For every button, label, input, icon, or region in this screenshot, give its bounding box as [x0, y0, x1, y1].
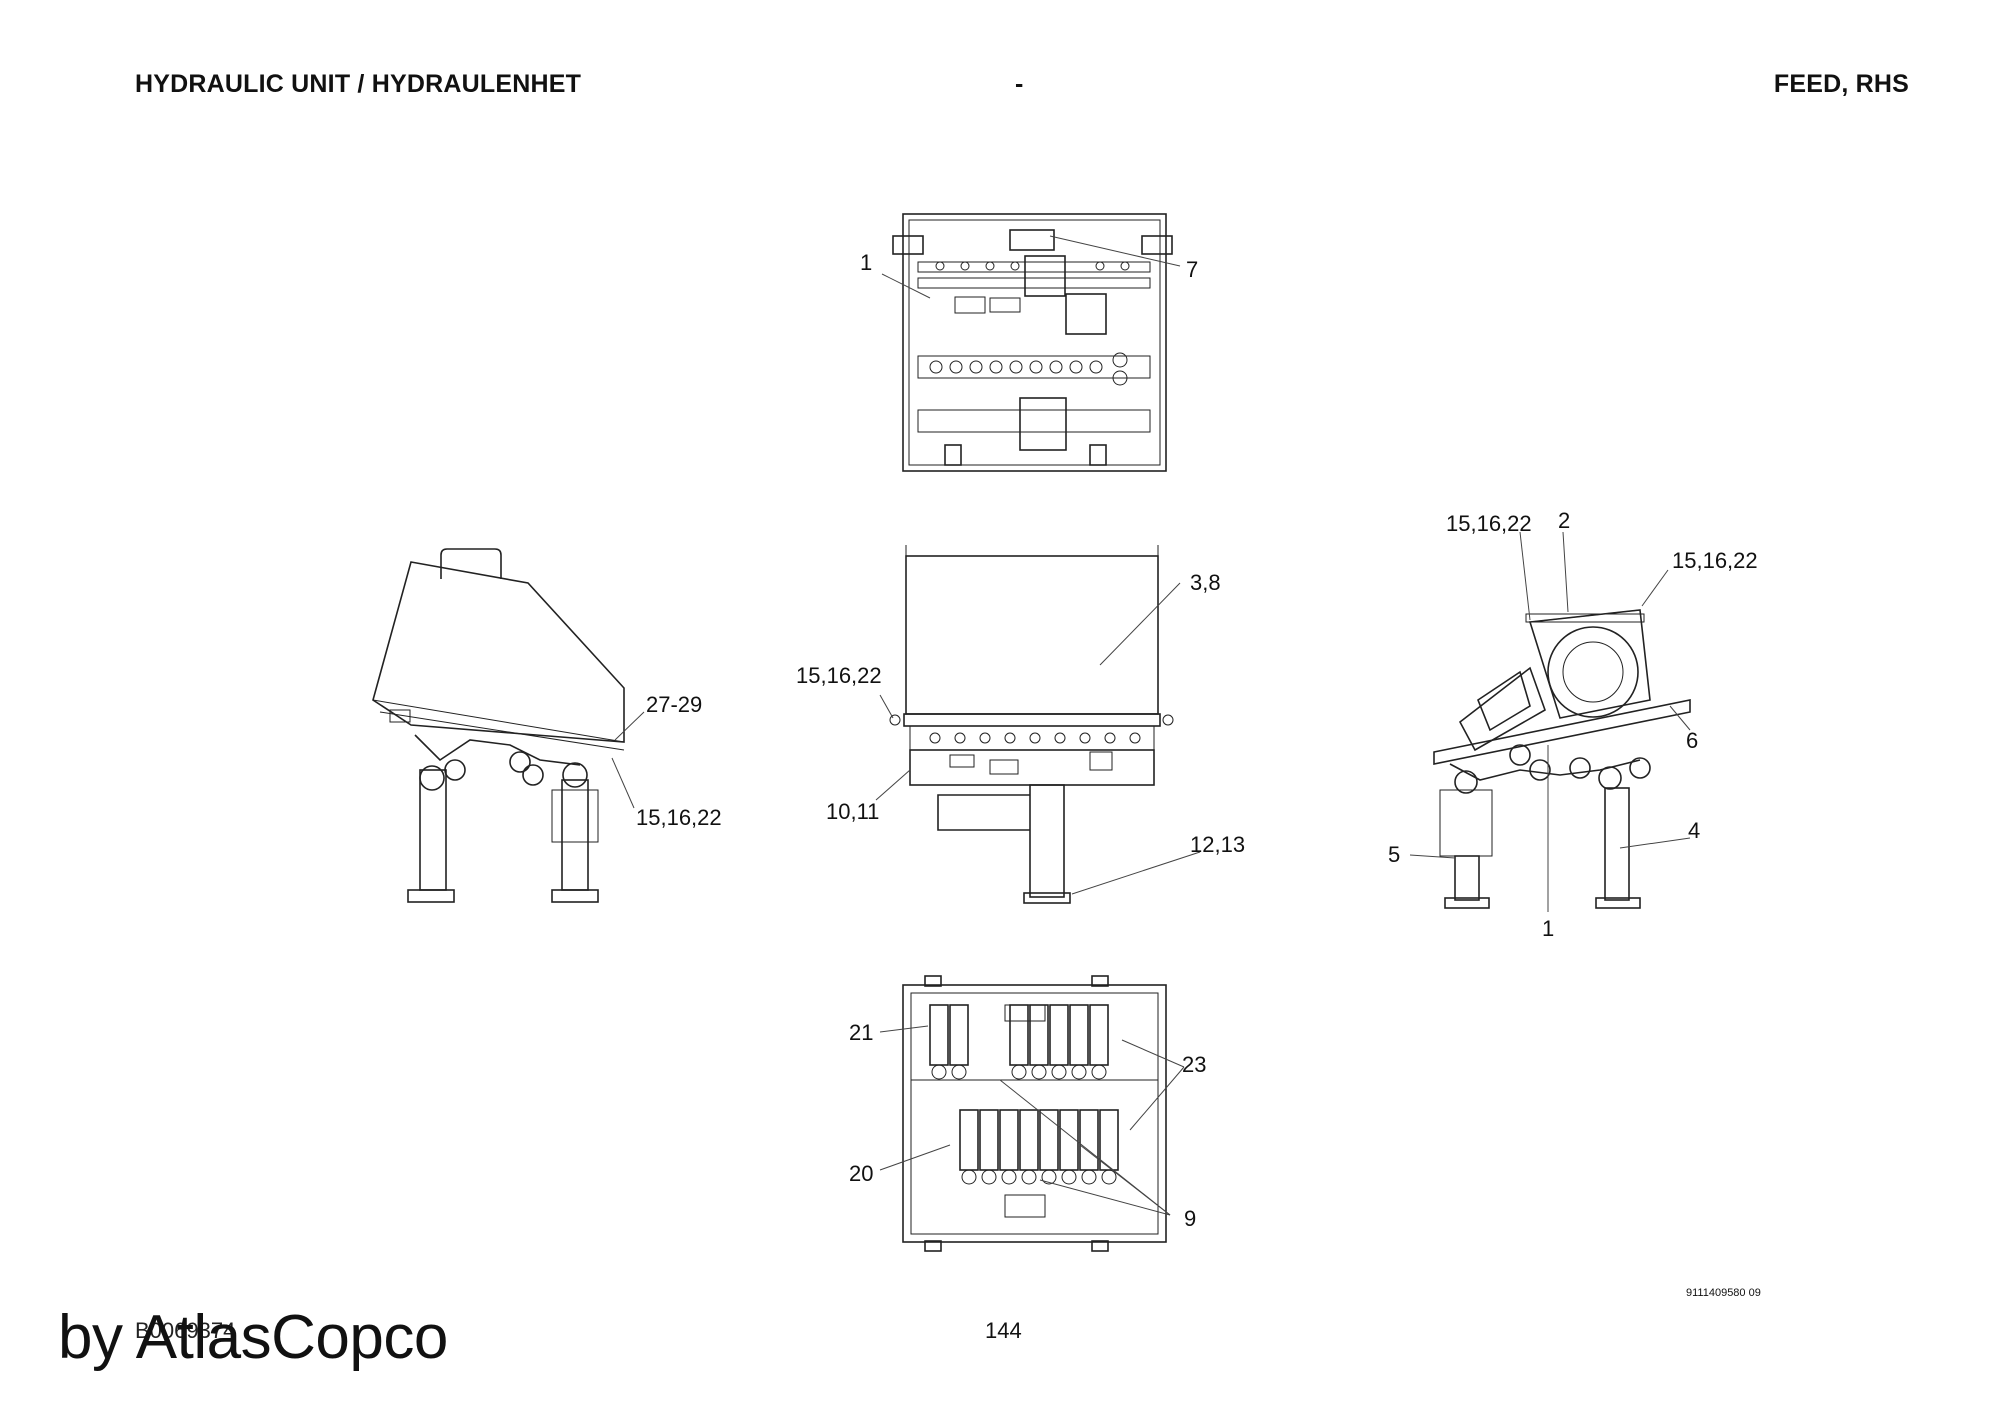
callout-top-view-1: 1	[860, 250, 872, 275]
callout-right-side-6: 6	[1686, 728, 1698, 753]
header-title-left: HYDRAULIC UNIT / HYDRAULENHET	[135, 70, 582, 98]
callout-right-side-5: 5	[1388, 842, 1400, 867]
callout-right-side-1: 1	[1542, 916, 1554, 941]
callout-bottom-21: 21	[849, 1020, 873, 1045]
callout-front-15-16-22: 15,16,22	[796, 663, 882, 688]
bottom-view	[902, 975, 1167, 1252]
callout-front-10-11: 10,11	[826, 799, 879, 824]
top-view	[892, 213, 1173, 472]
bottom-view-valves	[929, 1004, 1119, 1218]
callout-right-side-4: 4	[1688, 818, 1700, 843]
callout-front-12-13: 12,13	[1190, 832, 1245, 857]
callout-bottom-9: 9	[1184, 1206, 1196, 1231]
callout-bottom-20: 20	[849, 1161, 873, 1186]
callout-front-3-8: 3,8	[1190, 570, 1221, 595]
callout-bottom-23: 23	[1182, 1052, 1206, 1077]
top-view-fittings	[929, 261, 1130, 386]
left-side-view	[372, 548, 625, 903]
document-number: 9111409580 09	[1686, 1287, 1761, 1299]
front-view	[889, 545, 1174, 904]
header-title-right: FEED, RHS	[1773, 70, 1909, 98]
callout-right-side-2: 2	[1558, 508, 1570, 533]
page-number: 144	[985, 1318, 1022, 1343]
callout-top-view-7: 7	[1186, 257, 1198, 282]
callout-right-side-15-16-22-b: 15,16,22	[1672, 548, 1758, 573]
header-title-mid: -	[1015, 70, 1024, 98]
callout-right-side-15-16-22-a: 15,16,22	[1446, 511, 1532, 536]
drawing-id: B0069374	[135, 1318, 236, 1343]
callout-left-side-27-29: 27-29	[646, 692, 702, 717]
front-view-fittings	[929, 732, 1141, 775]
right-side-view	[1433, 609, 1691, 909]
callout-left-side-15-16-22: 15,16,22	[636, 805, 722, 830]
watermark-text: by AtlasCopco	[58, 1303, 448, 1372]
